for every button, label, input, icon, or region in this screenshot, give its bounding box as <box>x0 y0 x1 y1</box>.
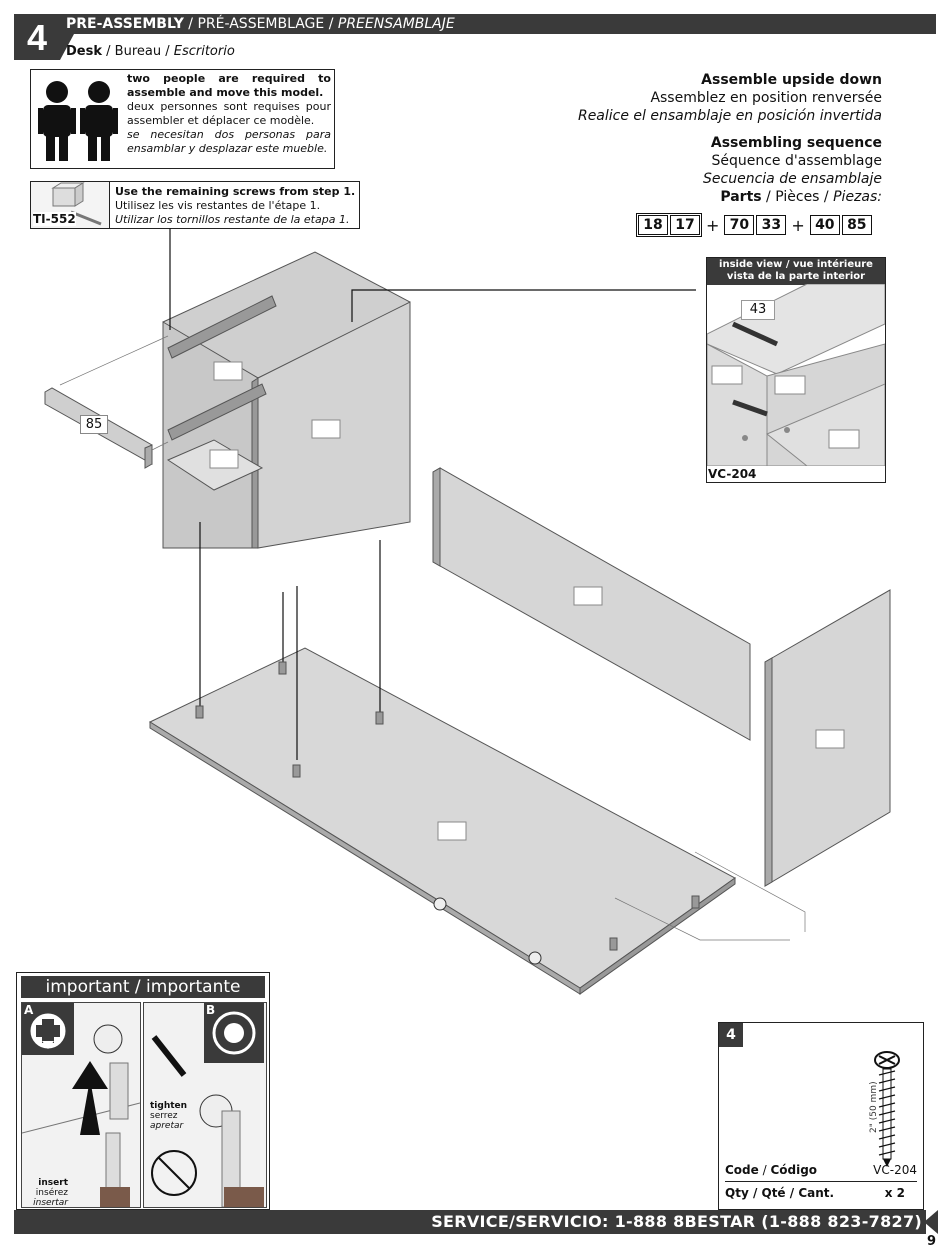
hardware-box: 4 2" (50 mm) Code / Código VC-204 Qty / … <box>718 1022 924 1210</box>
page-title: PRE-ASSEMBLY / PRÉ-ASSEMBLAGE / PREENSAM… <box>66 16 455 32</box>
sequence-en: Assembling sequence <box>710 135 882 151</box>
hardware-step: 4 <box>719 1023 743 1047</box>
parts-group-2: 70 33 <box>723 214 787 236</box>
panel-a-letter: A <box>24 1003 34 1017</box>
hardware-qty-value: x 2 <box>884 1186 905 1200</box>
screw-size: 2" (50 mm) <box>869 1081 879 1133</box>
part-number: 33 <box>756 215 787 235</box>
part-number: 18 <box>638 215 668 235</box>
inside-view-panel: inside view / vue intérieure vista de la… <box>706 257 886 483</box>
plus-sign: + <box>791 215 805 235</box>
important-title: important / importante <box>21 976 265 998</box>
tighten-cam-illustration <box>151 1011 264 1207</box>
hardware-qty-label: Qty / Qté / Cant. <box>725 1186 835 1200</box>
tighten-es: apretar <box>150 1121 184 1131</box>
tool-code: TI-552 <box>33 212 76 226</box>
cam-lock-icon <box>30 1013 66 1049</box>
inside-view-title-en: inside view / vue intérieure <box>719 259 873 270</box>
part-number: 40 <box>809 215 840 235</box>
important-box: important / importante A insert insérez … <box>16 972 270 1210</box>
two-people-icon <box>38 81 118 161</box>
service-phone: SERVICE/SERVICIO: 1-888 8BESTAR (1-888 8… <box>431 1212 922 1231</box>
insert-fr: insérez <box>35 1188 68 1198</box>
assemble-fr: Assemblez en position renversée <box>650 90 882 106</box>
sequence-es: Secuencia de ensamblaje <box>703 171 882 187</box>
subtitle: Desk / Bureau / Escritorio <box>66 44 235 59</box>
footer-arrow-icon <box>924 1210 938 1234</box>
part-number: 85 <box>841 215 872 235</box>
hardware-code-value: VC-204 <box>873 1163 917 1177</box>
tighten-fr: serrez <box>150 1111 178 1121</box>
header-bar <box>14 14 936 34</box>
insert-es: insertar <box>33 1198 68 1208</box>
inside-view-title-es: vista de la parte interior <box>726 271 866 282</box>
hardware-code-label: Code / Código <box>725 1163 818 1177</box>
people-note-fr: deux personnes sont requises pour assemb… <box>127 100 331 127</box>
step-number: 4 <box>14 14 74 60</box>
two-people-note: two people are required to assemble and … <box>30 69 335 169</box>
insert-dowel-illustration <box>22 1024 140 1207</box>
screws-note-es: Utilizar los tornillos restante de la et… <box>115 213 350 226</box>
sequence-fr: Séquence d'assemblage <box>711 153 882 169</box>
parts-label: Parts / Pièces / Piezas: <box>720 189 882 205</box>
inside-part-43: 43 <box>741 300 775 320</box>
tighten-en: tighten <box>150 1101 188 1111</box>
footer-bar <box>14 1210 926 1234</box>
important-panel-a: A insert insérez insertar <box>21 1002 141 1208</box>
part-number: 17 <box>670 215 700 235</box>
screw-icon <box>874 1051 900 1167</box>
people-note-en: two people are required to assemble and … <box>127 72 331 99</box>
page-number: 9 <box>926 1234 936 1249</box>
screws-note: TI-552 Use the remaining screws from ste… <box>30 181 360 229</box>
assemble-en: Assemble upside down <box>701 72 882 88</box>
bottom-panel <box>148 647 736 989</box>
screws-note-fr: Utilisez les vis restantes de l'étape 1. <box>115 199 321 212</box>
part-label-85: 85 <box>80 415 108 434</box>
assemble-es: Realice el ensamblaje en posición invert… <box>577 108 882 124</box>
part-number: 70 <box>724 215 755 235</box>
panel-b-letter: B <box>206 1003 216 1017</box>
plus-sign: + <box>706 215 720 235</box>
insert-en: insert <box>38 1178 68 1188</box>
inside-view-code: VC-204 <box>708 467 757 481</box>
parts-group-3: 40 85 <box>809 214 873 236</box>
parts-sequence: 18 17 + 70 33 + 40 85 <box>636 212 873 238</box>
important-panel-b: B tighten serrez apretar <box>143 1002 267 1208</box>
screws-note-en: Use the remaining screws from step 1. <box>115 185 356 198</box>
people-note-es: se necesitan dos personas para ensamblar… <box>127 128 331 155</box>
parts-group-1: 18 17 <box>636 213 702 237</box>
